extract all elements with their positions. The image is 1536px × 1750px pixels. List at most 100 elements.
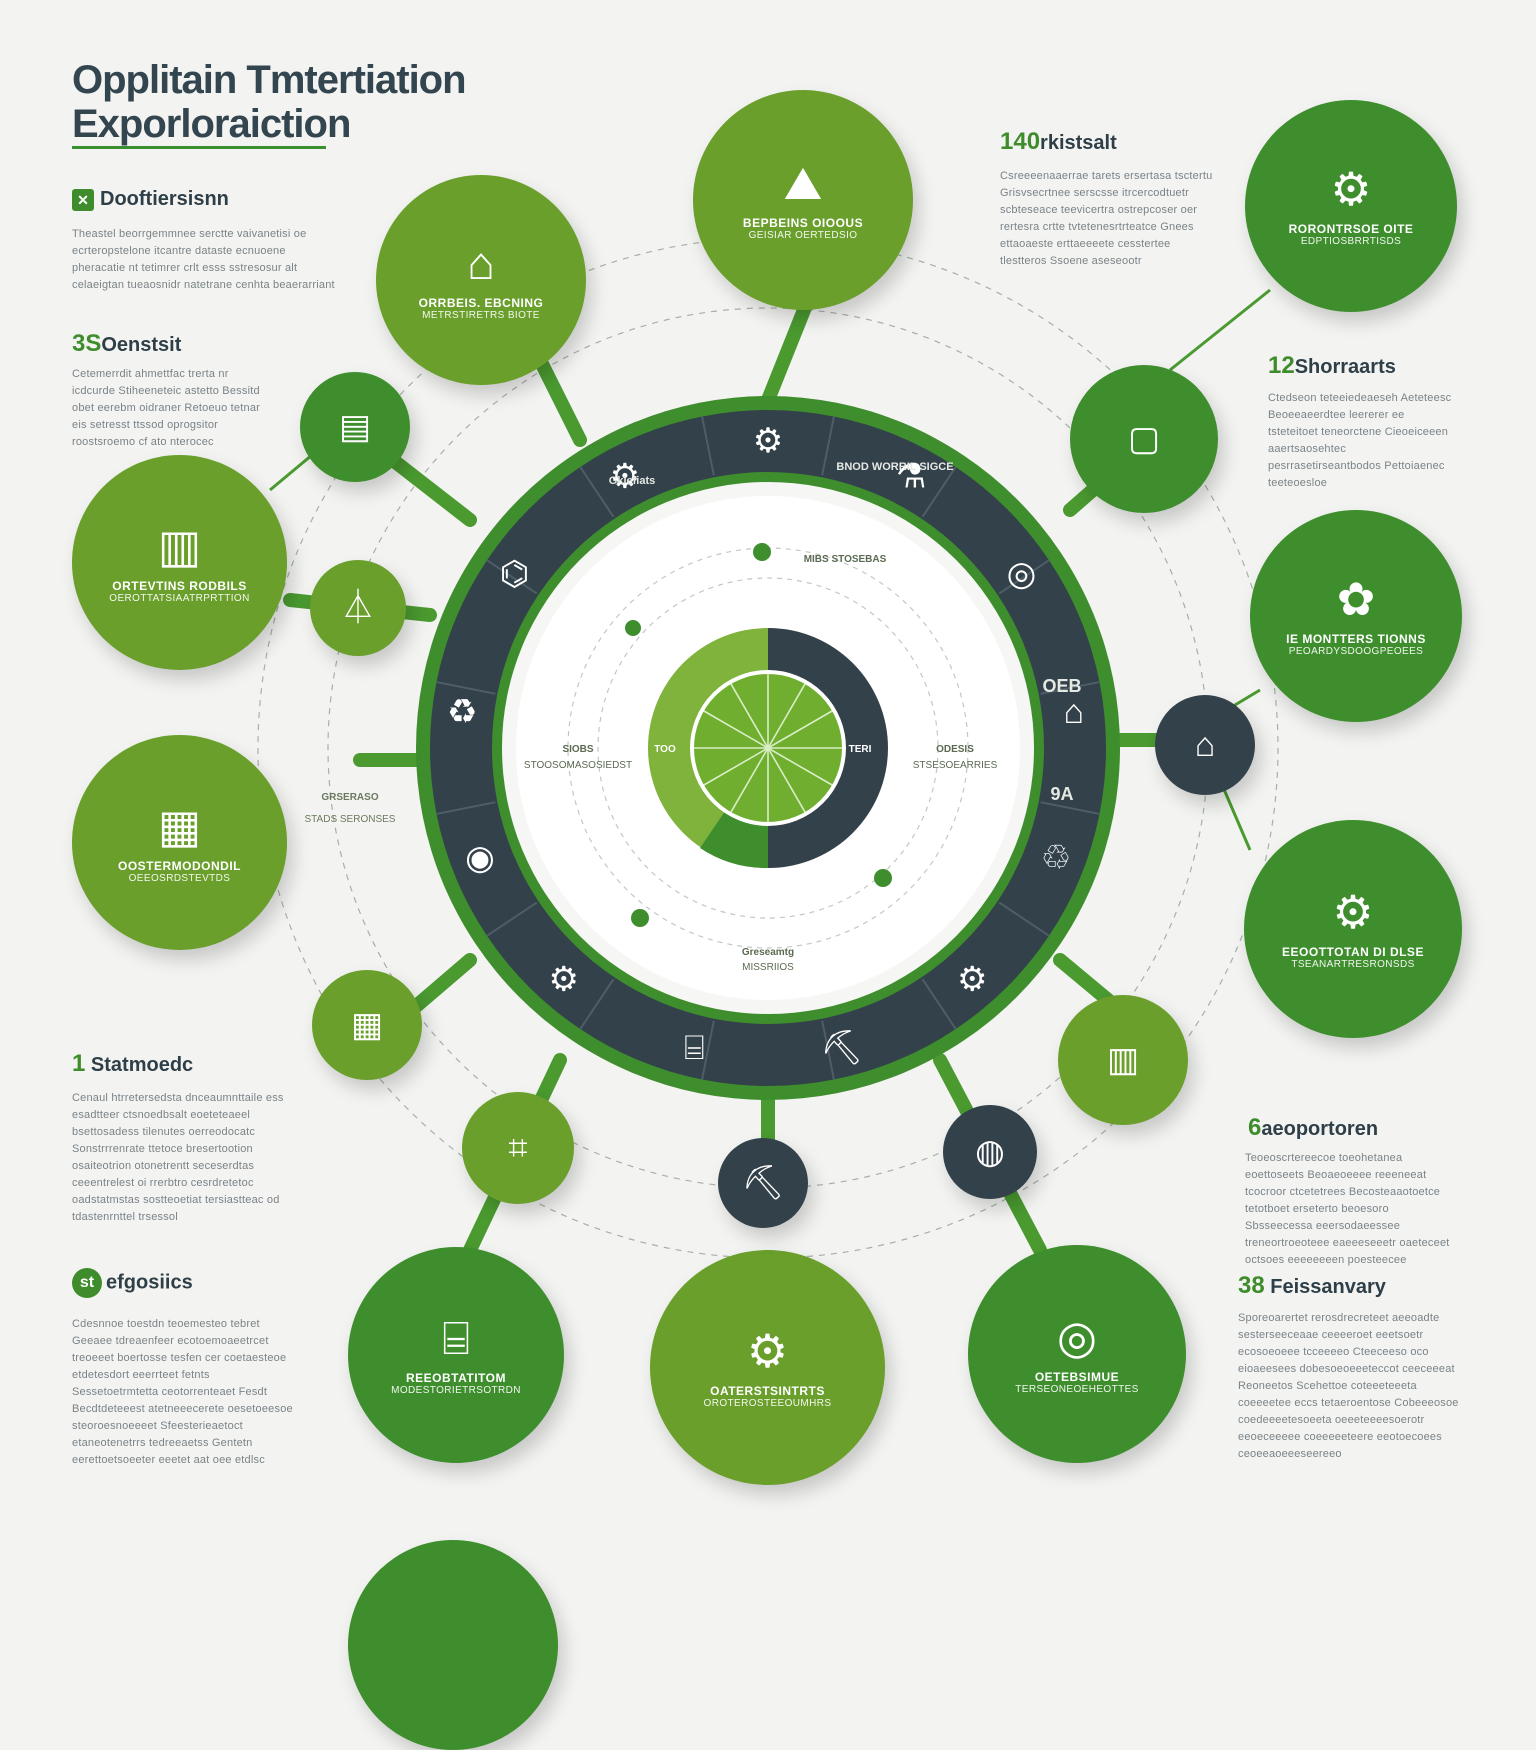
ring-divider <box>701 416 715 476</box>
ring-icon: ⚙ <box>753 422 783 460</box>
left-block-3-title: Statmoedc <box>90 1054 194 1076</box>
node-left-upper[interactable]: ▥ ORTEVTINS RODBILS OEROTTATSIAATRPRTTIO… <box>72 455 287 670</box>
left-block-3-body: Cenaul htrretersedsta dnceaumnttaile ess… <box>72 1092 284 1223</box>
right-block-4-heading: 38 Feissanvary <box>1238 1272 1386 1300</box>
left-block-1-title: Dooftiersisnn <box>100 188 229 210</box>
side-label: GRSERASO <box>321 792 378 803</box>
wheel-spoke <box>767 747 833 786</box>
left-block-2-body: Cetemerrdit ahmettfac trerta nr icdcurde… <box>72 368 261 448</box>
inner-label-right: ODESIS <box>936 744 974 755</box>
ring-label: BNOD WORRIL SIGCE <box>836 461 953 473</box>
inner-label-center-right: TERI <box>849 744 872 755</box>
ring-icon: ⚗ <box>896 457 926 495</box>
ring-divider <box>1040 801 1100 815</box>
left-block-4-title: efgosiics <box>106 1271 193 1294</box>
marker-dot <box>631 909 649 927</box>
inner-label-left: SIOBS <box>562 744 593 755</box>
cloud-gear-icon: ⚙ <box>746 1324 789 1377</box>
right-block-1-title: rkistsalt <box>1040 132 1117 154</box>
connector-thin <box>1218 779 1252 851</box>
node-right-middle-label: IE MONTTERS TIONNS <box>1286 632 1426 646</box>
small-node-right-2[interactable]: ⌂ <box>1155 695 1255 795</box>
left-block-3-number: 1 <box>72 1050 86 1077</box>
node-right-middle[interactable]: ✿ IE MONTTERS TIONNS PEOARDYSDOOGPEOEES <box>1250 510 1462 722</box>
inner-label-left-sub: STOOSOMASOSIEDST <box>524 760 632 771</box>
ring-divider <box>998 901 1050 937</box>
ring-divider <box>701 1020 715 1080</box>
building-icon: ▦ <box>350 1006 384 1044</box>
mountain-icon: ⛰ <box>783 157 823 209</box>
small-node-bottom-2[interactable]: ⛏ <box>718 1138 808 1228</box>
chart-growth-icon: ▤ <box>338 408 372 446</box>
ring-divider <box>436 681 496 695</box>
tools-icon: ✿ <box>1336 573 1376 625</box>
ring-icon: ⌂ <box>1063 693 1084 731</box>
right-block-2-heading: 12Shorraarts <box>1268 352 1396 380</box>
wheel-spoke <box>767 683 806 749</box>
small-node-left-2[interactable]: ⏃ <box>310 560 406 656</box>
left-block-3-heading: 1 Statmoedc <box>72 1050 193 1078</box>
title-underline <box>72 146 326 149</box>
small-node-right-3[interactable]: ▢ <box>1070 365 1218 513</box>
node-bottom[interactable]: ⚙ OATERSTSINTRTS OROTEROSTEEOUMHRS <box>650 1250 885 1485</box>
ring-icon: ◎ <box>1007 555 1037 593</box>
node-bottom-left[interactable]: ⌸ REEOBTATITOM MODESTORIETRSOTRDN <box>348 1247 564 1463</box>
diagram-canvas: ⚙⚗◎⌂♲⚙⛏⌸⚙◉♻⌬⚙ SIOBS STOOSOMASOSIEDST ODE… <box>257 237 1279 1259</box>
ring-divider <box>821 416 835 476</box>
node-top-left-sub: METRSTIRETRS BIOTE <box>422 310 540 321</box>
pipeline-icon: ⌗ <box>508 1129 528 1167</box>
ring-divider <box>998 559 1050 595</box>
node-left-upper-sub: OEROTTATSIAATRPRTTION <box>109 592 250 604</box>
ring-icon: ♻ <box>447 693 477 731</box>
right-block-3-number: 6 <box>1248 1114 1262 1141</box>
left-block-2-number: 3S <box>72 330 102 357</box>
small-node-bottom-1[interactable]: ⌗ <box>462 1092 574 1204</box>
right-block-1-number: 140 <box>1000 128 1041 155</box>
node-left-lower[interactable]: ▦ OOSTERMODONDIL OEEOSRDSTEVTDS <box>72 735 287 950</box>
ring-divider <box>486 901 538 937</box>
small-node-left-3[interactable]: ▦ <box>312 970 422 1080</box>
cogs-icon: ⚙ <box>1330 163 1372 215</box>
node-right-lower-label: EEOOTTOTAN DI DLSE <box>1282 945 1424 959</box>
marker-dot <box>625 620 641 636</box>
marker-dot <box>753 543 771 561</box>
ring-icon: ◉ <box>465 839 495 877</box>
side-label: STADS SERONSES <box>305 814 396 825</box>
node-bottom-left-label: REEOBTATITOM <box>406 1371 506 1385</box>
ring-divider <box>921 978 957 1030</box>
node-right-middle-sub: PEOARDYSDOOGPEOEES <box>1288 646 1424 657</box>
right-block-4-title: Feissanvary <box>1270 1276 1386 1298</box>
left-block-1-body: Theastel beorrgemmnee serctte vaivanetis… <box>72 228 335 291</box>
connector <box>533 353 587 447</box>
right-block-3-heading: 6aeoportoren <box>1248 1114 1378 1142</box>
node-top[interactable]: ⛰ BEPBEINS OIOOUS GEISIAR OERTEDSIO <box>693 90 913 310</box>
node-left-lower-label: OOSTERMODONDIL <box>118 858 241 873</box>
right-block-1-heading: 140rkistsalt <box>1000 128 1117 156</box>
node-top-left-label: ORRBEIS. EBCNING <box>418 296 544 310</box>
ring-label: 9A <box>1050 784 1073 804</box>
small-node-left-1[interactable]: ▤ <box>300 372 410 482</box>
right-block-2-title: Shorraarts <box>1294 356 1396 378</box>
ring-icon: ⚙ <box>957 961 987 999</box>
node-left-lower-sub: OEEOSRDSTEVTDS <box>128 872 231 884</box>
small-node-bottom-3[interactable]: ◍ <box>943 1105 1037 1199</box>
node-bottom-right[interactable]: ◎ OETEBSIMUE TERSEONEOEHEOTTES <box>968 1245 1186 1463</box>
ring-label: OEB <box>1042 676 1081 696</box>
node-top-right[interactable]: ⚙ RORONTRSOE OITE EDPTIOSBRRTISDS <box>1245 100 1457 312</box>
node-bottom-right-label: OETEBSIMUE <box>1034 1370 1120 1384</box>
wheel-spoke <box>730 683 769 749</box>
node-right-lower[interactable]: ⚙ EEOOTTOTAN DI DLSE TSEANARTRESRONSDS <box>1244 820 1462 1038</box>
house-chart-icon: ⌂ <box>467 237 495 289</box>
small-node-right-1[interactable]: ▥ <box>1058 995 1188 1125</box>
ring-icon: ♲ <box>1041 839 1071 877</box>
node-left-upper-label: ORTEVTINS RODBILS <box>112 578 247 593</box>
right-block-2-number: 12 <box>1268 352 1295 379</box>
ring-icon: ⛏ <box>820 1029 863 1067</box>
left-block-4-body: Cdesnnoe toestdn teoemesteo tebret Geeae… <box>72 1318 293 1466</box>
wheel-spoke <box>767 747 806 813</box>
ring-divider <box>921 466 957 518</box>
ring-icon: ⌸ <box>684 1029 704 1067</box>
node-top-left[interactable]: ⌂ ORRBEIS. EBCNING METRSTIRETRS BIOTE <box>376 175 586 385</box>
ring-icon: ⌬ <box>500 555 530 593</box>
